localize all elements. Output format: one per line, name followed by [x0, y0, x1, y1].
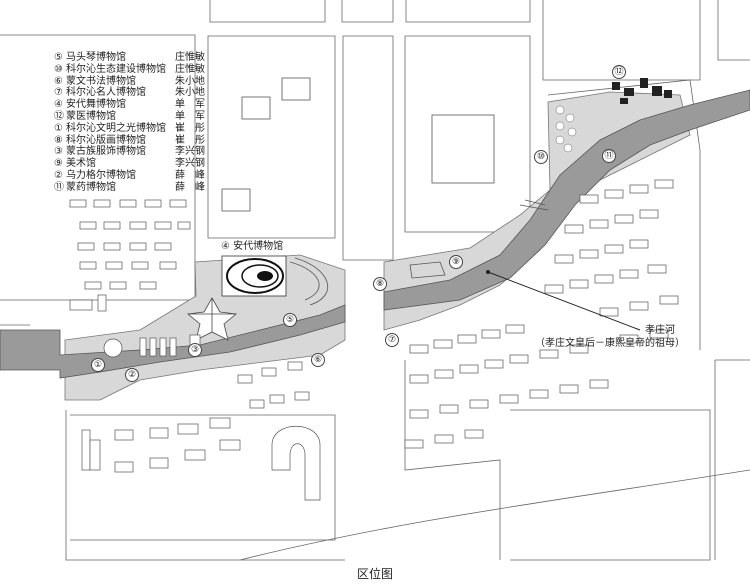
marker-1: ① [91, 358, 105, 372]
legend-number: ③ [54, 146, 63, 158]
legend-number: ⑩ [54, 63, 63, 75]
legend-museum-name: 蒙医博物馆 [66, 110, 116, 122]
marker-6: ⑥ [311, 353, 325, 367]
legend-architect: 庄惟敏 [175, 63, 205, 75]
legend-architect: 薛 峰 [175, 181, 205, 193]
legend-architect: 薛 峰 [175, 169, 205, 181]
legend-architect: 单 军 [175, 99, 205, 111]
river-label: 孝庄河 [645, 325, 675, 336]
legend-number: ⑥ [54, 75, 63, 87]
legend-museum-name: 科尔沁版画博物馆 [66, 134, 146, 146]
marker-12: ⑫ [612, 65, 626, 79]
legend-museum-name: 安代舞博物馆 [66, 99, 126, 111]
legend-number: ⑪ [54, 181, 64, 193]
legend-museum-name: 科尔沁文明之光博物馆 [66, 122, 166, 134]
legend-architect: 朱小地 [175, 87, 205, 99]
legend-museum-name: 蒙药博物馆 [66, 181, 116, 193]
legend-number: ② [54, 169, 63, 181]
legend-architect: 朱小地 [175, 75, 205, 87]
legend-museum-name: 美术馆 [66, 158, 96, 170]
andai-museum-label: ④ 安代博物馆 [221, 241, 284, 252]
museum-star [187, 297, 237, 341]
river-leader-line [487, 271, 641, 331]
legend-number: ⑧ [54, 134, 63, 146]
river-note-label: （孝庄文皇后－康熙皇帝的祖母） [535, 338, 685, 349]
legend-architect: 庄惟敏 [175, 52, 205, 63]
block-andai [207, 35, 336, 239]
legend-museum-name: 科尔沁名人博物馆 [66, 87, 146, 99]
legend-architect: 李兴钢 [175, 158, 205, 170]
buildings-residential-east [404, 179, 679, 449]
map-caption: 区位图 [356, 567, 393, 581]
marker-8: ⑧ [373, 277, 387, 291]
legend-number: ⑤ [54, 52, 63, 63]
legend-architect: 李兴钢 [175, 146, 205, 158]
marker-5: ⑤ [283, 313, 297, 327]
museum-cluster-12 [612, 78, 672, 104]
marker-3: ③ [188, 343, 202, 357]
legend-museum-name: 马头琴博物馆 [66, 52, 126, 63]
legend-number: ① [54, 122, 63, 134]
marker-11: ⑪ [602, 149, 616, 163]
legend-number: ④ [54, 99, 63, 111]
legend-architect: 崔 彤 [175, 134, 205, 146]
legend-architect: 单 军 [175, 110, 205, 122]
legend-museum-name: 蒙文书法博物馆 [66, 75, 136, 87]
legend-number: ⑫ [54, 110, 64, 122]
marker-2: ② [125, 368, 139, 382]
andai-museum-drawing [221, 255, 329, 306]
buildings-residential-west [69, 199, 191, 312]
legend-number: ⑦ [54, 87, 63, 99]
marker-9: ⑨ [449, 255, 463, 269]
block-left-top [0, 34, 196, 301]
river-east [383, 89, 750, 311]
legend-number: ⑨ [54, 158, 63, 170]
buildings-residential-south [81, 361, 321, 501]
legend-museum-name: 科尔沁生态建设博物馆 [66, 63, 166, 75]
legend-architect: 崔 彤 [175, 122, 205, 134]
marker-7: ⑦ [385, 333, 399, 347]
legend-museum-name: 乌力格尔博物馆 [66, 169, 136, 181]
legend-museum-name: 蒙古族服饰博物馆 [66, 146, 146, 158]
marker-10: ⑩ [534, 150, 548, 164]
